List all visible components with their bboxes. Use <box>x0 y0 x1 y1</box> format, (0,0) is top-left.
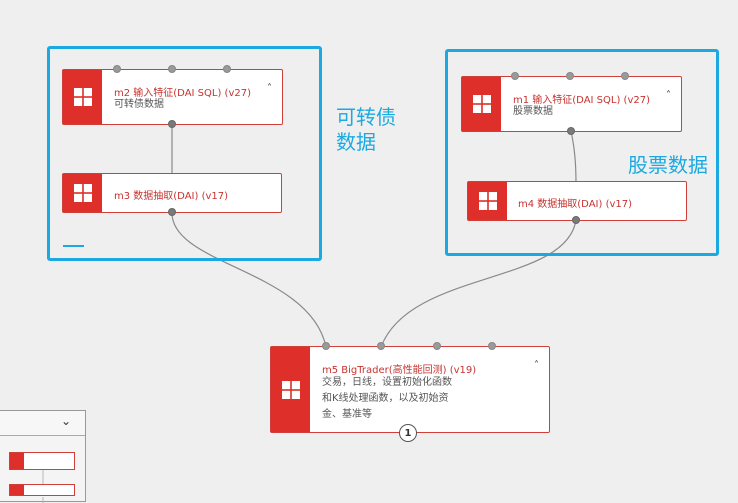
group-label-stock: 股票数据 <box>628 153 708 177</box>
node-description-line: 金、基准等 <box>322 409 372 420</box>
node-title: m1 输入特征(DAI SQL) (v27) <box>513 95 650 106</box>
node-title: m5 BigTrader(高性能回测) (v19) <box>322 365 477 376</box>
module-grid-icon <box>73 88 92 106</box>
group-label-convertible-bond: 可转债 数据 <box>336 105 396 154</box>
collapse-chevron-icon[interactable]: ˄ <box>267 83 272 94</box>
minimap-node-m2 <box>9 452 75 470</box>
node-m5[interactable]: m5 BigTrader(高性能回测) (v19) 交易，日线，设置初始化函数 … <box>270 346 550 433</box>
module-grid-icon <box>478 192 497 210</box>
collapse-chevron-icon[interactable]: ˄ <box>666 90 671 101</box>
input-port[interactable] <box>566 72 574 80</box>
node-description-line: 交易，日线，设置初始化函数 <box>322 377 452 388</box>
group-collapse-line[interactable] <box>63 245 84 247</box>
collapse-chevron-icon[interactable]: ˄ <box>534 360 539 371</box>
node-description: 交易，日线，设置初始化函数 和K线处理函数，以及初始资 金、基准等 <box>322 375 452 423</box>
node-icon-cell <box>462 77 501 131</box>
node-title: m2 输入特征(DAI SQL) (v27) <box>114 88 251 99</box>
node-m3[interactable]: m3 数据抽取(DAI) (v17) <box>62 173 282 213</box>
group-stock-data[interactable] <box>445 49 719 256</box>
minimap-header: ⌄ <box>0 411 85 436</box>
node-icon-cell <box>63 70 102 124</box>
minimap-toggle-chevron-icon[interactable]: ⌄ <box>61 414 72 428</box>
node-title: m3 数据抽取(DAI) (v17) <box>114 191 229 202</box>
node-icon-cell <box>63 174 102 212</box>
input-port[interactable] <box>377 342 385 350</box>
node-m2[interactable]: m2 输入特征(DAI SQL) (v27) 可转债数据 ˄ <box>62 69 283 125</box>
node-description-line: 和K线处理函数，以及初始资 <box>322 393 449 404</box>
input-port[interactable] <box>511 72 519 80</box>
input-port[interactable] <box>223 65 231 73</box>
input-port[interactable] <box>113 65 121 73</box>
output-count-badge[interactable]: 1 <box>399 424 417 442</box>
input-port[interactable] <box>488 342 496 350</box>
module-grid-icon <box>281 380 300 399</box>
node-m1[interactable]: m1 输入特征(DAI SQL) (v27) 股票数据 ˄ <box>461 76 682 132</box>
node-subtitle: 股票数据 <box>513 106 553 117</box>
node-title: m4 数据抽取(DAI) (v17) <box>518 199 633 210</box>
output-port[interactable] <box>168 208 176 216</box>
input-port[interactable] <box>322 342 330 350</box>
output-port[interactable] <box>572 216 580 224</box>
input-port[interactable] <box>621 72 629 80</box>
output-port[interactable] <box>567 127 575 135</box>
node-icon-cell <box>468 182 507 220</box>
module-grid-icon <box>73 184 92 202</box>
minimap-panel[interactable]: ⌄ <box>0 410 86 503</box>
minimap-node-icon <box>10 485 24 495</box>
group-convertible-bond-data[interactable] <box>47 46 322 261</box>
module-grid-icon <box>472 95 491 113</box>
node-m4[interactable]: m4 数据抽取(DAI) (v17) <box>467 181 687 221</box>
node-icon-cell <box>271 347 310 432</box>
input-port[interactable] <box>168 65 176 73</box>
minimap-node-m3 <box>9 484 75 496</box>
minimap-node-icon <box>10 453 24 469</box>
node-subtitle: 可转债数据 <box>114 99 164 110</box>
output-port[interactable] <box>168 120 176 128</box>
input-port[interactable] <box>433 342 441 350</box>
